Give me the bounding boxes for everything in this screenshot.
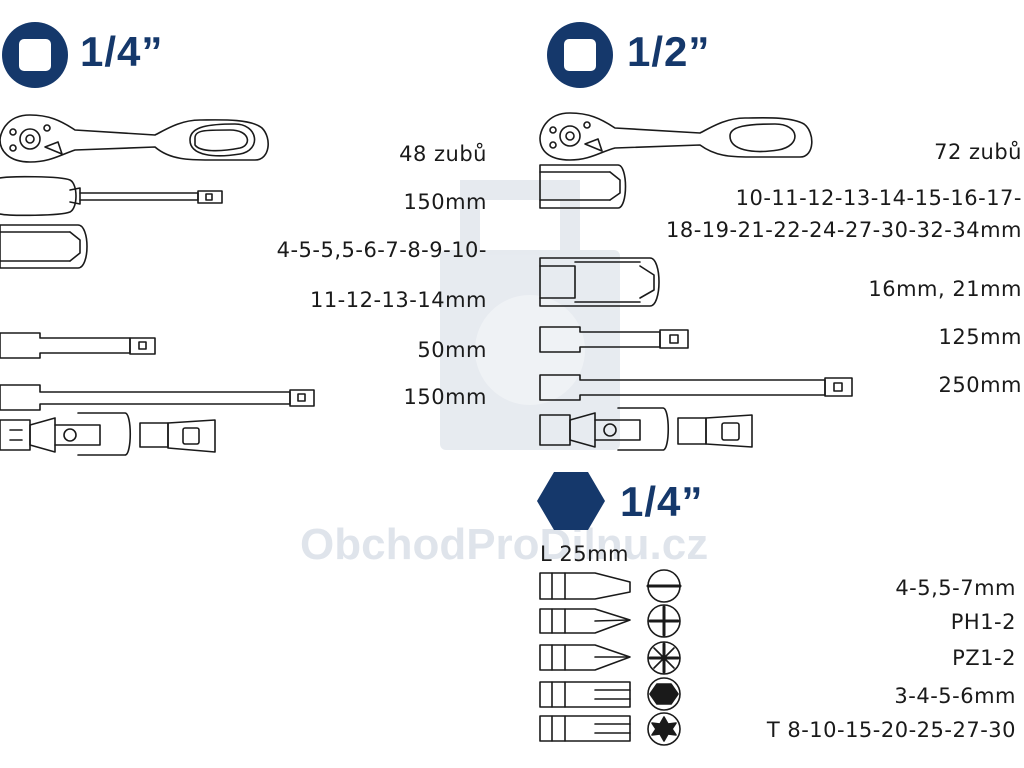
bit-torx-icon [539,712,681,746]
right-label-ext-short: 125mm [938,325,1022,349]
socket-left-icon [0,224,88,269]
universal-joint-right-icon [539,407,670,451]
square-drive-badge-left [2,22,68,88]
left-section-title: 1/4” [80,28,164,75]
right-label-ext-long: 250mm [938,373,1022,397]
bit-hex-icon [539,677,681,711]
bit-slotted-icon [539,569,682,603]
bit-label-hex: 3-4-5-6mm [894,684,1016,708]
left-label-ext-long: 150mm [403,385,487,409]
screwdriver-handle-icon [0,175,223,217]
bit-label-pozidriv: PZ1-2 [952,646,1016,670]
bit-label-phillips: PH1-2 [950,610,1016,634]
left-label-ext-short: 50mm [417,338,487,362]
extension-long-right-icon [539,374,853,401]
adapter-left-icon [139,419,216,453]
hex-bit-badge [537,472,605,530]
right-label-deep-sockets: 16mm, 21mm [868,277,1022,301]
ratchet-left-icon [0,114,269,163]
right-section-title: 1/2” [627,28,711,75]
right-label-sockets-1: 10-11-12-13-14-15-16-17- [735,186,1022,210]
deep-socket-right-icon [539,257,660,307]
universal-joint-left-icon [0,412,132,456]
watermark-text: ObchodProDilnu.cz [300,520,709,569]
ratchet-right-icon [539,112,813,161]
socket-right-icon [539,164,627,209]
right-label-sockets-2: 18-19-21-22-24-27-30-32-34mm [665,218,1022,242]
extension-short-left-icon [0,332,156,359]
bits-section-title: 1/4” [620,478,704,525]
bit-label-slotted: 4-5,5-7mm [895,576,1016,600]
adapter-right-icon [677,414,753,448]
extension-long-left-icon [0,384,315,411]
extension-short-right-icon [539,326,689,353]
bit-phillips-icon [539,604,681,638]
right-label-ratchet: 72 zubů [934,140,1022,164]
left-label-sockets-1: 4-5-5,5-6-7-8-9-10- [276,238,487,262]
bit-pozidriv-icon [539,641,681,675]
square-drive-badge-right [547,22,613,88]
left-label-screwdriver: 150mm [403,190,487,214]
bit-label-torx: T 8-10-15-20-25-27-30 [766,718,1016,742]
bits-length-label: L 25mm [540,542,630,566]
left-label-ratchet: 48 zubů [399,142,487,166]
left-label-sockets-2: 11-12-13-14mm [309,288,487,312]
